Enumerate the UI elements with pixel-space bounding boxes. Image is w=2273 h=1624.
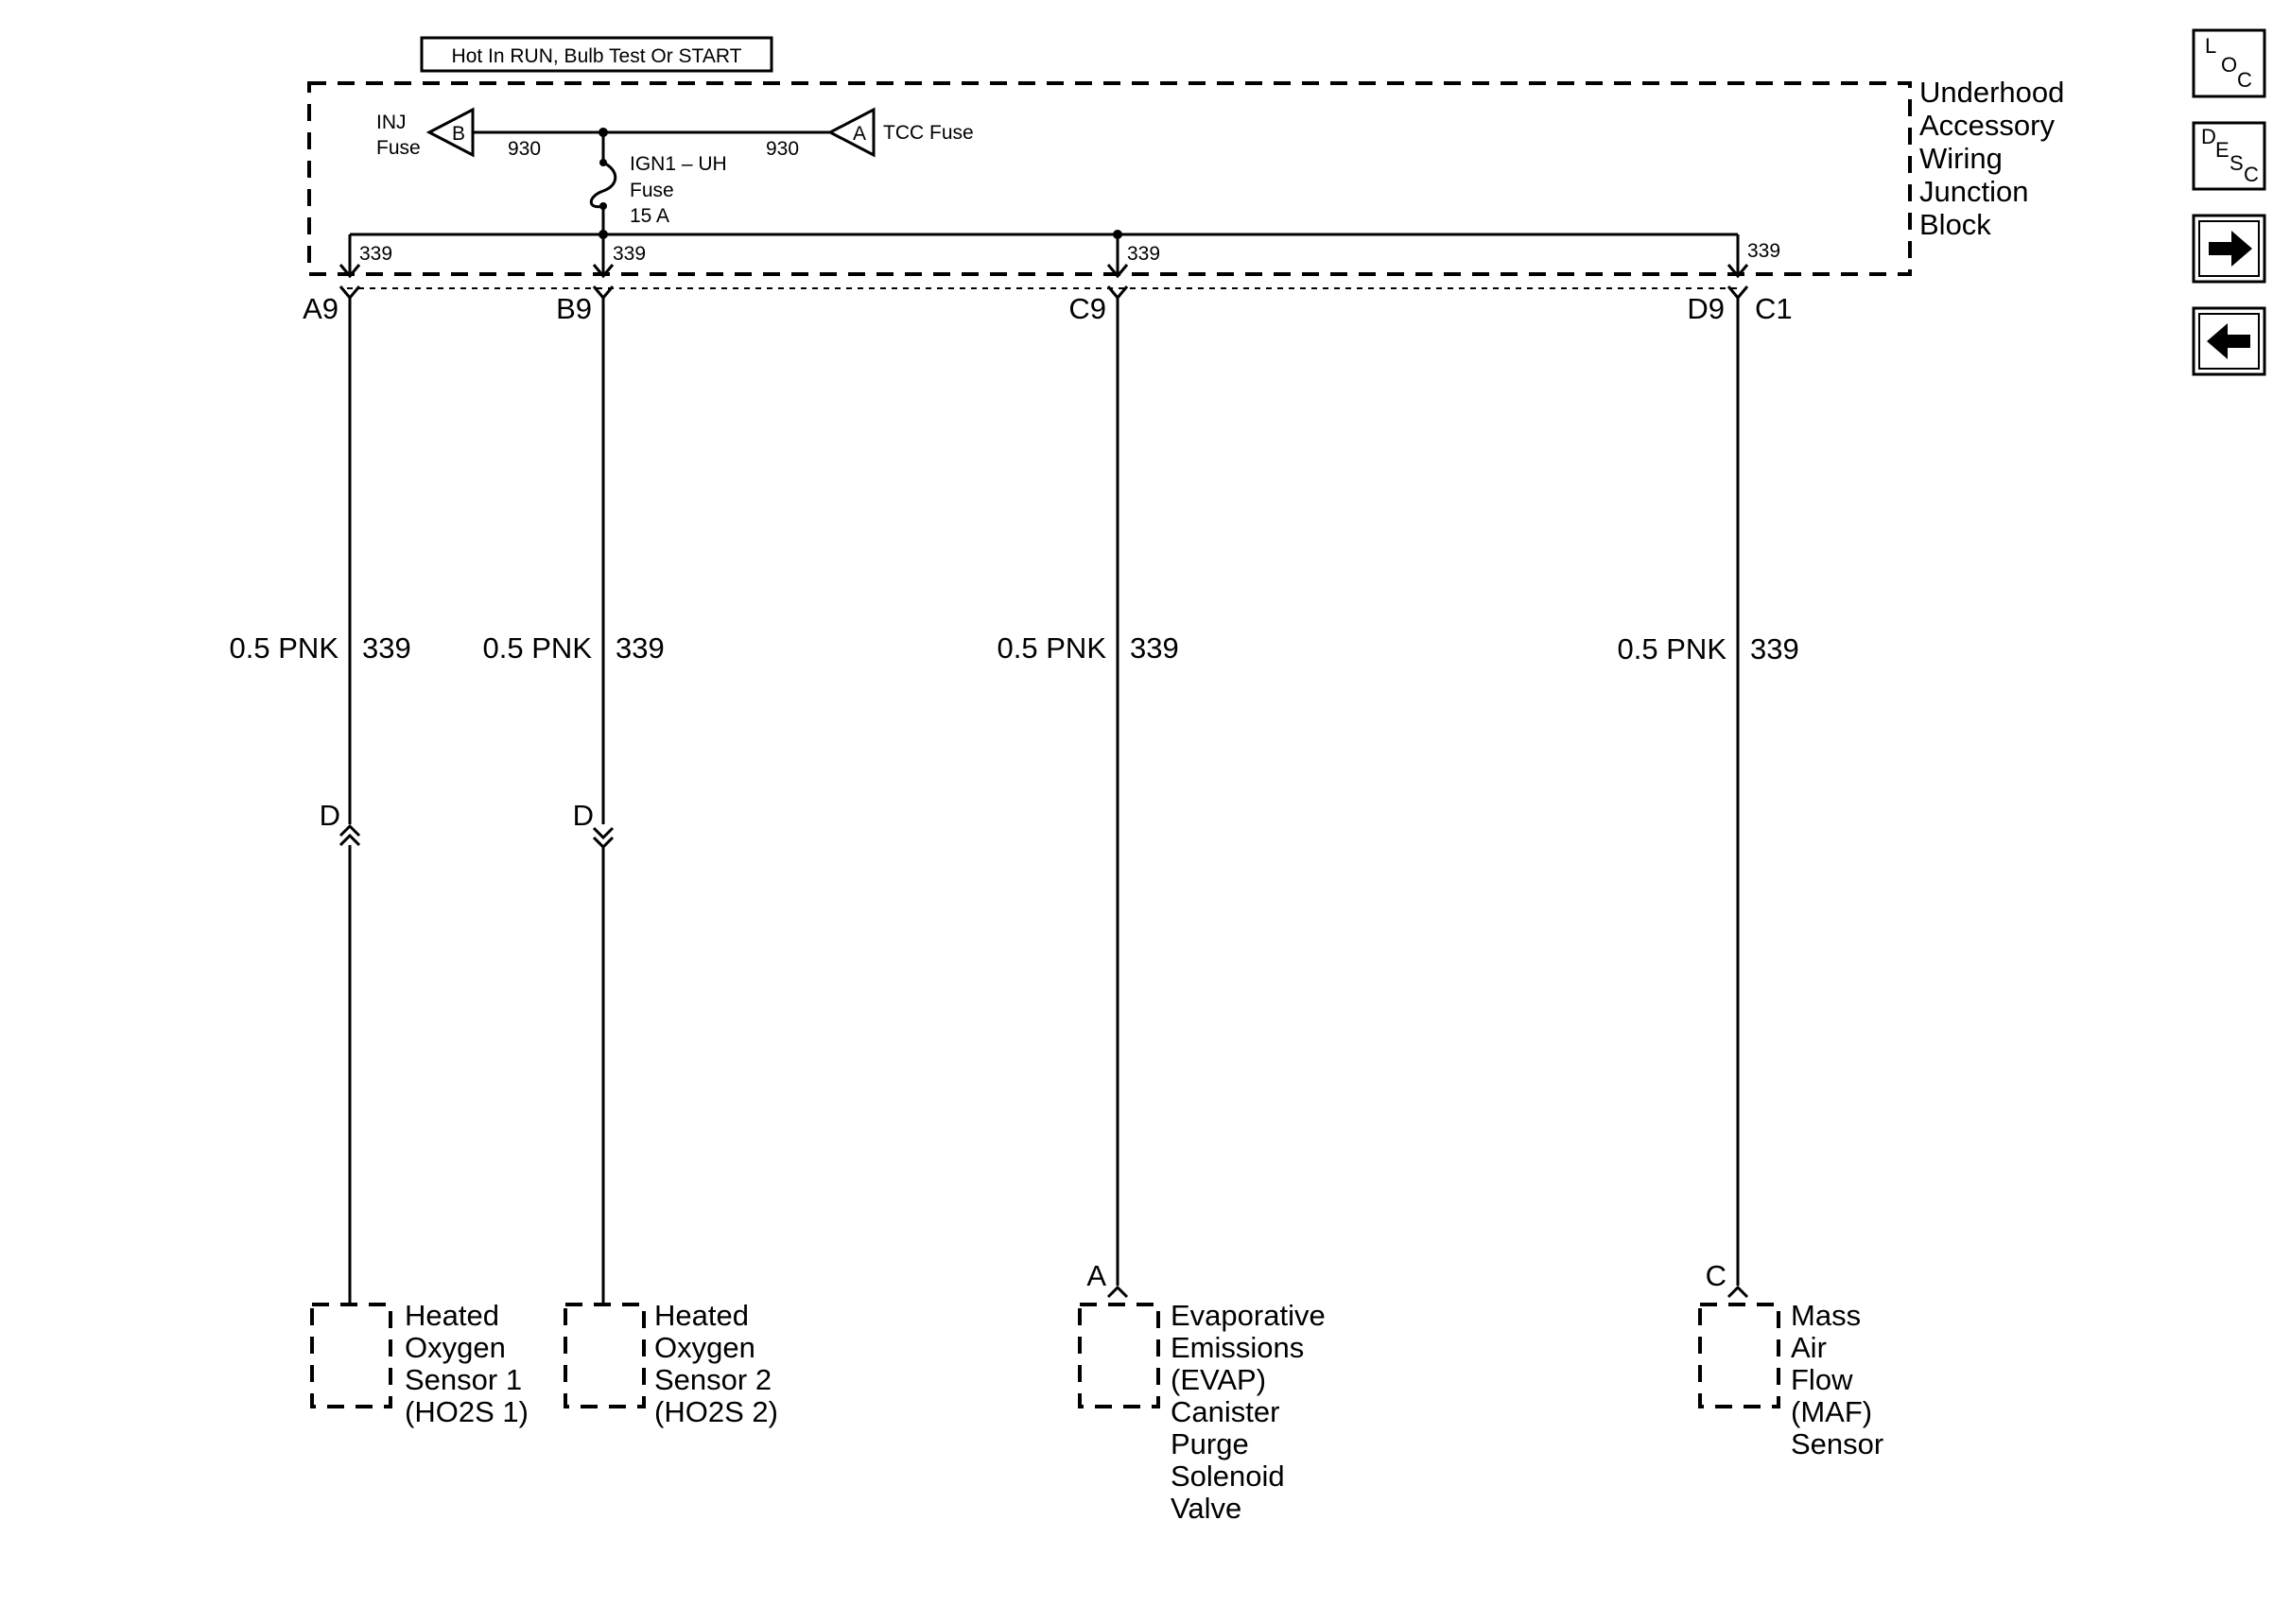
- ho2s1-line-1: Heated: [405, 1299, 499, 1332]
- tcc-fuse-label: TCC Fuse: [883, 122, 974, 144]
- junction-block-outline: [307, 81, 1912, 289]
- ign-fuse-rating: 15 A: [630, 205, 669, 227]
- inj-fuse-terminal: B: [452, 123, 465, 145]
- evap-line-6: Solenoid: [1171, 1460, 1285, 1493]
- ign1-uh-fuse: IGN1 – UH Fuse 15 A: [589, 132, 727, 234]
- evap-line-4: Canister: [1171, 1395, 1279, 1428]
- location-button[interactable]: L O C: [2192, 28, 2266, 98]
- connector-b9: B9: [556, 292, 592, 325]
- bus-circuit-a9: 339: [359, 243, 392, 265]
- loc-letter-o: O: [2221, 53, 2237, 77]
- junction-block-line-2: Accessory: [1919, 109, 2055, 142]
- loc-letter-c: C: [2237, 68, 2252, 92]
- wire-circuit-c9: 339: [1130, 631, 1179, 665]
- ho2s2-line-3: Sensor 2: [654, 1363, 772, 1396]
- maf-line-4: (MAF): [1791, 1395, 1872, 1428]
- evap-line-7: Valve: [1171, 1492, 1241, 1525]
- inj-fuse-label-2: Fuse: [376, 137, 421, 159]
- tcc-fuse-connector: A TCC Fuse 930: [766, 107, 974, 160]
- evap-terminal-a: A: [1086, 1259, 1106, 1292]
- maf-line-5: Sensor: [1791, 1427, 1883, 1460]
- evap-line-3: (EVAP): [1171, 1363, 1266, 1396]
- arrow-left-icon: [2207, 323, 2250, 359]
- junction-block-line-4: Junction: [1919, 175, 2028, 208]
- inline-connector-d-1: D: [320, 799, 340, 832]
- branch-evap: 339 C9 0.5 PNK 339 A Evaporative Emissio…: [998, 234, 1326, 1525]
- branch-ho2s-2: 339 B9 0.5 PNK 339 D Heated Oxygen Senso…: [483, 234, 778, 1428]
- ho2s1-line-3: Sensor 1: [405, 1363, 522, 1396]
- ign-fuse-label-1: IGN1 – UH: [630, 153, 727, 175]
- wire-circuit-d9: 339: [1750, 632, 1799, 665]
- desc-letter-s: S: [2230, 151, 2244, 175]
- power-condition-label: Hot In RUN, Bulb Test Or START: [452, 45, 742, 67]
- branch-ho2s-1: 339 A9 0.5 PNK 339 D Heated Oxygen Senso…: [230, 234, 529, 1428]
- desc-letter-d: D: [2201, 125, 2216, 148]
- connector-a9: A9: [303, 292, 338, 325]
- junction-block-line-3: Wiring: [1919, 142, 2003, 175]
- bus-circuit-c9: 339: [1127, 243, 1160, 265]
- tcc-fuse-circuit: 930: [766, 138, 799, 160]
- connector-d9: D9: [1687, 292, 1725, 325]
- wire-color-c9: 0.5 PNK: [998, 631, 1107, 665]
- wire-color-a9: 0.5 PNK: [230, 631, 339, 665]
- inj-fuse-circuit: 930: [508, 138, 541, 160]
- evap-line-1: Evaporative: [1171, 1299, 1326, 1332]
- bus-circuit-d9: 339: [1747, 240, 1780, 262]
- evap-line-2: Emissions: [1171, 1331, 1304, 1364]
- maf-line-3: Flow: [1791, 1363, 1853, 1396]
- evap-line-5: Purge: [1171, 1427, 1249, 1460]
- inj-fuse-label-1: INJ: [376, 112, 407, 133]
- ho2s2-line-1: Heated: [654, 1299, 749, 1332]
- wire-color-d9: 0.5 PNK: [1618, 632, 1727, 665]
- back-button[interactable]: [2192, 306, 2266, 376]
- arrow-right-icon: [2209, 231, 2252, 267]
- bus-circuit-b9: 339: [613, 243, 646, 265]
- wire-circuit-b9: 339: [616, 631, 665, 665]
- maf-terminal-c: C: [1706, 1259, 1726, 1292]
- description-button[interactable]: D E S C: [2192, 121, 2266, 191]
- junction-block-name: Underhood Accessory Wiring Junction Bloc…: [1919, 76, 2064, 241]
- ho2s2-line-2: Oxygen: [654, 1331, 755, 1364]
- power-condition-box: Hot In RUN, Bulb Test Or START: [420, 36, 773, 73]
- ign-fuse-label-2: Fuse: [630, 180, 674, 201]
- junction-block-line-1: Underhood: [1919, 76, 2064, 109]
- maf-line-2: Air: [1791, 1331, 1827, 1364]
- inj-fuse-connector: B INJ Fuse 930: [376, 107, 541, 160]
- wire-color-b9: 0.5 PNK: [483, 631, 593, 665]
- junction-block-line-5: Block: [1919, 208, 1991, 241]
- tcc-fuse-terminal: A: [853, 123, 866, 145]
- loc-letter-l: L: [2205, 34, 2216, 58]
- maf-line-1: Mass: [1791, 1299, 1861, 1332]
- ho2s1-line-4: (HO2S 1): [405, 1395, 529, 1428]
- inline-connector-d-2: D: [573, 799, 594, 832]
- forward-button[interactable]: [2192, 214, 2266, 284]
- connector-c9: C9: [1068, 292, 1106, 325]
- branch-maf: 339 D9 C1 0.5 PNK 339 C Mass Air Flow (M…: [1618, 234, 1883, 1460]
- connector-c1: C1: [1755, 292, 1793, 325]
- wire-circuit-a9: 339: [362, 631, 411, 665]
- desc-letter-c: C: [2244, 163, 2259, 186]
- ho2s2-line-4: (HO2S 2): [654, 1395, 778, 1428]
- ho2s1-line-2: Oxygen: [405, 1331, 506, 1364]
- desc-letter-e: E: [2215, 138, 2230, 162]
